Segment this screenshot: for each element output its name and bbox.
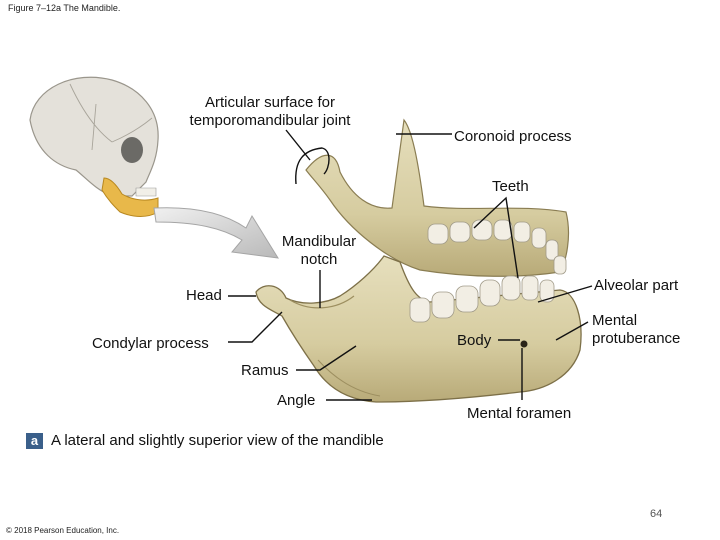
label-mental-foramen: Mental foramen [467, 405, 572, 422]
label-body: Body [457, 332, 492, 349]
skull-orbit [121, 137, 143, 163]
mandibular-notch-shadow [289, 295, 355, 309]
leader-articular-surface [285, 129, 311, 161]
panel-caption-text: A lateral and slightly superior view of … [51, 432, 384, 449]
label-articular-surface: Articular surface for temporomandibular … [189, 94, 351, 129]
label-condylar-process: Condylar process [92, 335, 209, 352]
leader-mental-protuberance [555, 321, 589, 341]
label-angle: Angle [277, 392, 316, 409]
label-mental-protuberance: Mental protuberance [592, 312, 681, 347]
leader-teeth [473, 196, 519, 279]
skull-mandible-highlight [101, 177, 159, 217]
near-teeth [409, 275, 555, 323]
leader-ramus [296, 345, 357, 371]
leader-condylar-process [228, 311, 283, 343]
ramus-shading [317, 359, 381, 397]
mandible-near-side [255, 255, 582, 403]
skull-inset [29, 76, 159, 217]
leader-lines [228, 129, 593, 401]
label-teeth: Teeth [492, 178, 529, 195]
figure-caption: Figure 7–12a The Mandible. [8, 3, 121, 13]
label-mandibular-notch: Mandibular notch [281, 233, 357, 268]
page-number: 64 [650, 508, 663, 520]
panel-caption: a A lateral and slightly superior view o… [26, 432, 384, 449]
leader-articular-bracket [295, 147, 330, 185]
pointer-arrow [153, 207, 279, 259]
panel-letter-badge: a [26, 432, 43, 449]
skull-teeth [135, 187, 157, 197]
label-ramus: Ramus [241, 362, 289, 379]
label-coronoid-process: Coronoid process [454, 128, 572, 145]
mental-foramen-hole [520, 340, 528, 348]
label-head: Head [186, 287, 222, 304]
skull-cranium [29, 76, 159, 197]
skull-sutures [69, 83, 153, 151]
copyright-notice: © 2018 Pearson Education, Inc. [6, 526, 120, 535]
label-alveolar-part: Alveolar part [594, 277, 679, 294]
leader-alveolar-part [537, 285, 593, 303]
